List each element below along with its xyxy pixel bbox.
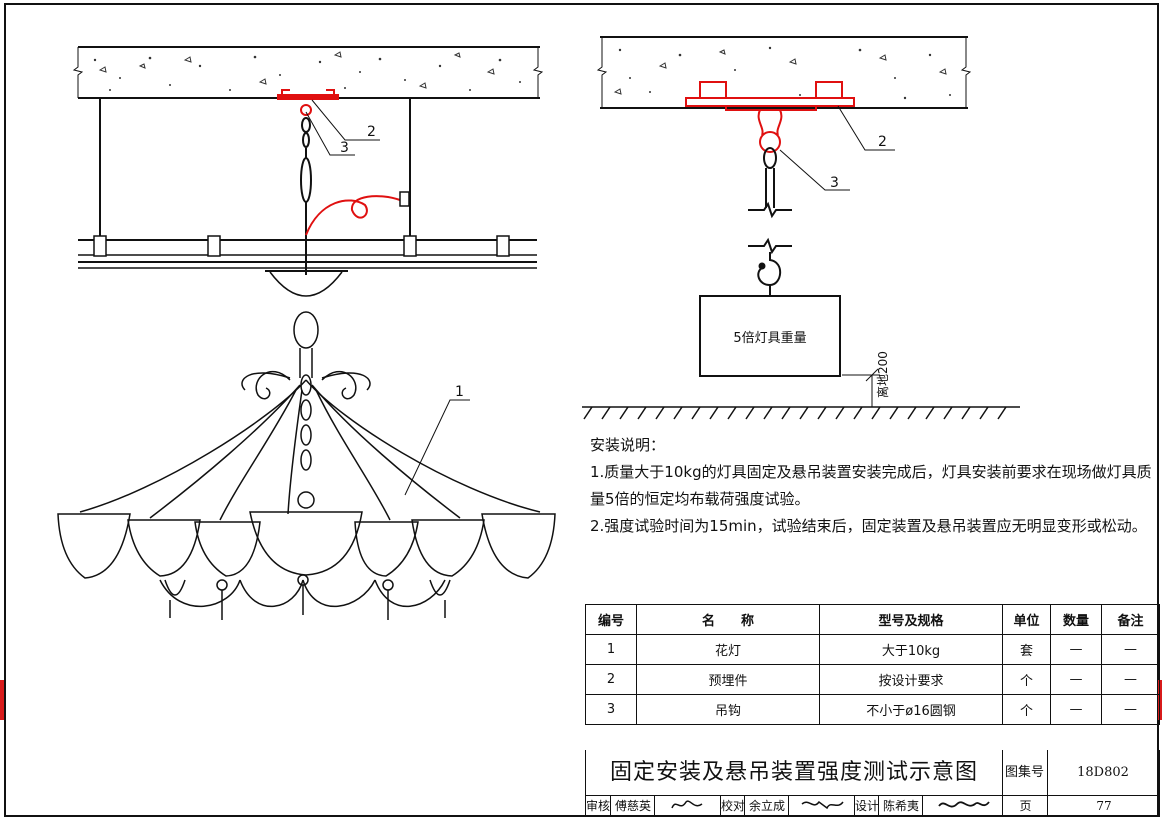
suspension-rods [99, 98, 411, 240]
ground-line [582, 406, 1020, 420]
test-weight-box [699, 295, 841, 377]
installation-notes: 安装说明： 1.质量大于10kg的灯具固定及悬吊装置安装完成后，灯具安装前要求在… [590, 432, 1152, 540]
right-leader-lines [779, 105, 895, 191]
designer-signature [922, 796, 1003, 816]
header-no: 编号 [585, 604, 637, 635]
callout-2-right: 2 [878, 134, 887, 150]
row-unit: 套 [1002, 634, 1051, 665]
callout-1: 1 [455, 384, 464, 400]
header-unit: 单位 [1002, 604, 1051, 635]
notes-line-1: 1.质量大于10kg的灯具固定及悬吊装置安装完成后，灯具安装前要求在现场做灯具质 [590, 463, 1152, 481]
callout-3-left: 3 [340, 140, 349, 156]
row-name: 花灯 [636, 634, 820, 665]
red-electrical-wire [305, 195, 401, 236]
checker-name: 余立成 [744, 796, 789, 816]
table-row: 3 吊钩 不小于ø16圆钢 个 — — [585, 694, 1160, 725]
page-label: 页 [1002, 796, 1048, 816]
row-spec: 不小于ø16圆钢 [819, 694, 1003, 725]
header-remark: 备注 [1101, 604, 1160, 635]
right-embedded-part [685, 81, 855, 153]
right-hook-upper [748, 147, 792, 219]
left-chain [300, 117, 312, 275]
height-label: 离地200 [875, 351, 890, 398]
signature-row: 审核 傅慈英 校对 余立成 设计 陈希夷 页 77 [585, 795, 1160, 817]
drawing-title: 固定安装及悬吊装置强度测试示意图 [586, 750, 1003, 795]
height-dimension [842, 368, 880, 407]
review-label: 审核 [586, 799, 611, 813]
callout-3-right: 3 [830, 175, 839, 191]
right-hook-lower [748, 237, 792, 296]
reviewer-name: 傅慈英 [610, 796, 655, 816]
callout-2-left: 2 [367, 124, 376, 140]
row-remark: — [1101, 664, 1160, 695]
left-leader-lines [305, 99, 470, 496]
left-ceiling-slab [72, 46, 544, 99]
row-qty: — [1050, 694, 1102, 725]
parts-table-header: 编号 名 称 型号及规格 单位 数量 备注 [585, 604, 1160, 635]
table-row: 2 预埋件 按设计要求 个 — — [585, 664, 1160, 695]
title-row: 固定安装及悬吊装置强度测试示意图 图集号 18D802 [585, 750, 1160, 796]
right-ceiling-slab [596, 36, 972, 109]
row-name: 预埋件 [636, 664, 820, 695]
notes-heading: 安装说明： [590, 436, 666, 454]
ceiling-rail [78, 235, 537, 269]
row-qty: — [1050, 634, 1102, 665]
row-no: 3 [585, 694, 637, 725]
title-block: 编号 名 称 型号及规格 单位 数量 备注 1 花灯 大于10kg 套 — — … [585, 604, 1160, 817]
row-spec: 按设计要求 [819, 664, 1003, 695]
row-no: 1 [585, 634, 637, 665]
design-label: 设计 [854, 796, 879, 816]
left-edge-marker [0, 680, 4, 720]
test-weight-label: 5倍灯具重量 [733, 330, 806, 346]
header-name: 名 称 [636, 604, 820, 635]
row-unit: 个 [1002, 664, 1051, 695]
atlas-number: 18D802 [1077, 765, 1129, 780]
junction-box [399, 191, 410, 207]
left-embedded-part [277, 89, 339, 116]
page-number: 77 [1047, 796, 1160, 816]
row-no: 2 [585, 664, 637, 695]
row-unit: 个 [1002, 694, 1051, 725]
reviewer-signature [654, 796, 721, 816]
designer-name: 陈希夷 [878, 796, 923, 816]
atlas-label: 图集号 [1002, 750, 1048, 795]
row-remark: — [1101, 694, 1160, 725]
row-remark: — [1101, 634, 1160, 665]
header-qty: 数量 [1050, 604, 1102, 635]
chandelier [57, 270, 556, 620]
row-qty: — [1050, 664, 1102, 695]
parts-table: 编号 名 称 型号及规格 单位 数量 备注 1 花灯 大于10kg 套 — — … [585, 604, 1160, 725]
row-name: 吊钩 [636, 694, 820, 725]
notes-line-2: 量5倍的恒定均布载荷强度试验。 [590, 490, 810, 508]
header-spec: 型号及规格 [819, 604, 1003, 635]
table-row: 1 花灯 大于10kg 套 — — [585, 634, 1160, 665]
checker-signature [788, 796, 855, 816]
sheet-border [4, 3, 1159, 817]
notes-line-3: 2.强度试验时间为15min，试验结束后，固定装置及悬吊装置应无明显变形或松动。 [590, 517, 1147, 535]
check-label: 校对 [720, 796, 745, 816]
right-edge-marker [1158, 680, 1162, 720]
row-spec: 大于10kg [819, 634, 1003, 665]
